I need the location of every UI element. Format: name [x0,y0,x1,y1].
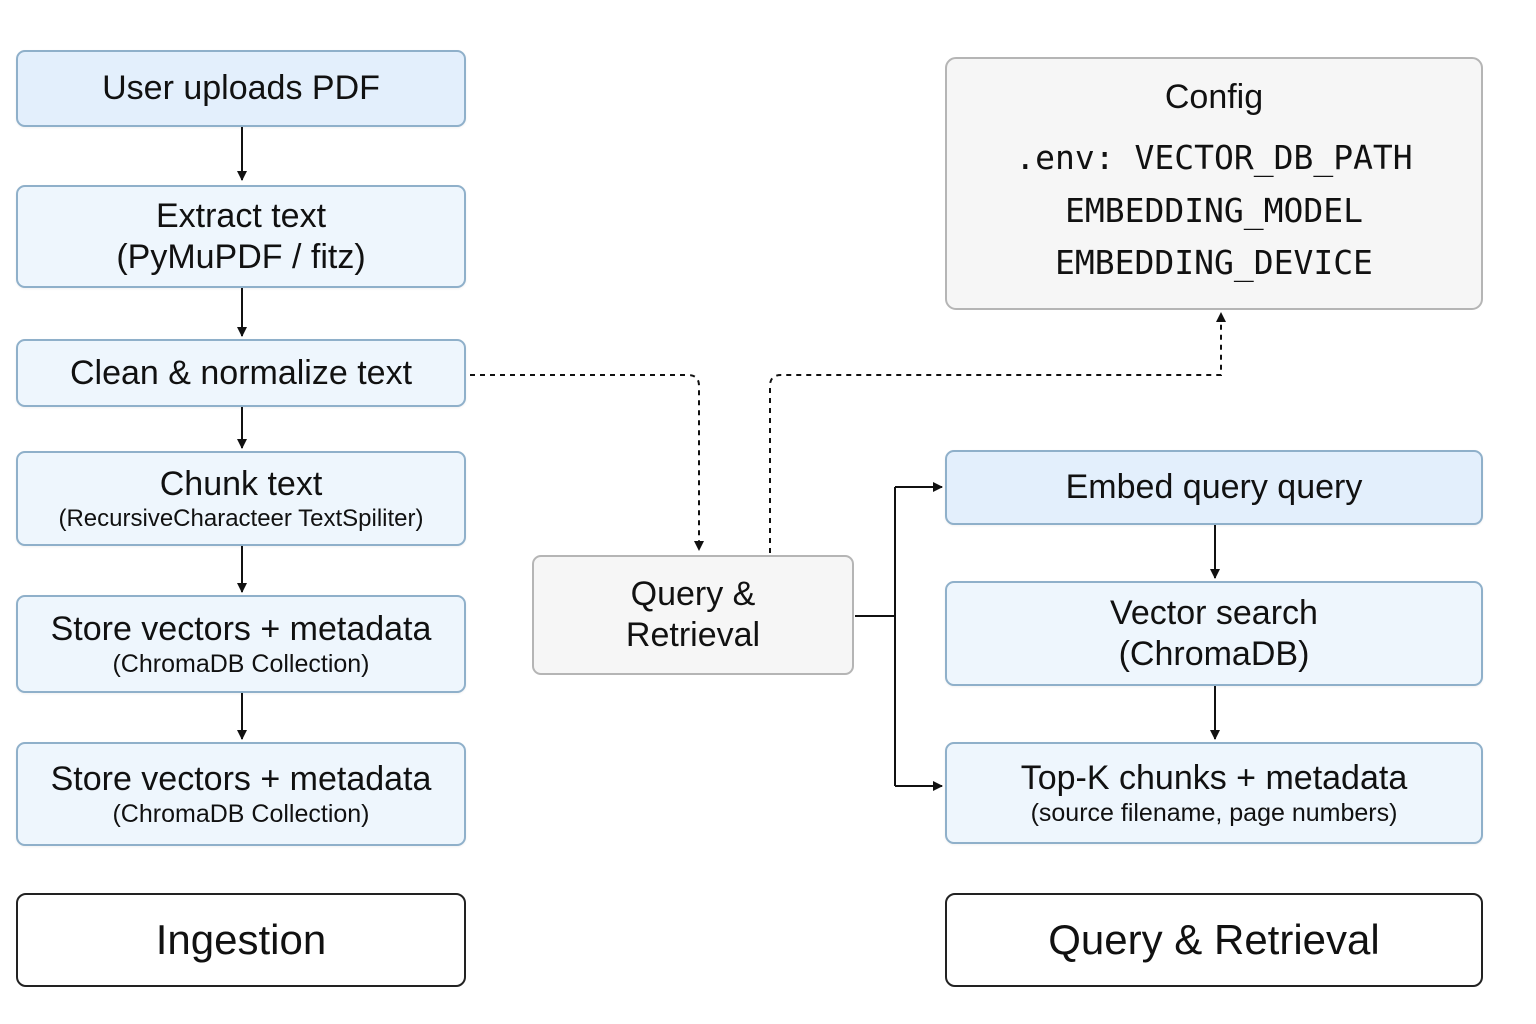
node-query-retrieval-hub: Query & Retrieval [532,555,854,675]
node-label: Clean & normalize text [69,353,413,392]
node-subtitle: (RecursiveCharacteer TextSpiliter) [58,504,424,532]
node-label: Embed query query [1065,468,1363,507]
section-label-text: Query & Retrieval [1048,915,1380,963]
node-label: User uploads PDF [102,69,380,108]
node-subtitle: (source filename, page numbers) [1030,799,1398,828]
config-title: Config [1164,77,1264,116]
dashed-arrow-clean-to-hub [470,374,704,551]
node-title: Vector search [1110,593,1318,632]
node-subtitle: (ChromaDB Collection) [112,650,370,679]
node-store-vectors-1: Store vectors + metadata (ChromaDB Colle… [16,595,466,693]
section-label-text: Ingestion [155,915,327,963]
node-title: Store vectors + metadata [50,759,432,798]
node-title: Store vectors + metadata [50,609,432,648]
hub-line-1: Query & [630,575,756,614]
node-subtitle: (ChromaDB Collection) [112,800,370,829]
section-label-ingestion: Ingestion [16,893,466,987]
node-top-k-chunks: Top-K chunks + metadata (source filename… [945,742,1483,844]
node-user-uploads-pdf: User uploads PDF [16,50,466,127]
section-label-query-retrieval: Query & Retrieval [945,893,1483,987]
node-store-vectors-2: Store vectors + metadata (ChromaDB Colle… [16,742,466,846]
config-line-model: EMBEDDING_MODEL [1064,190,1363,230]
node-title: Extract text [155,196,327,235]
node-config: Config .env: VECTOR_DB_PATH EMBEDDING_MO… [945,57,1483,310]
config-line-env: .env: VECTOR_DB_PATH [1015,137,1413,177]
hub-line-2: Retrieval [625,616,761,654]
node-clean-normalize: Clean & normalize text [16,339,466,407]
node-subtitle: (ChromaDB) [1118,634,1310,673]
node-chunk-text: Chunk text (RecursiveCharacteer TextSpil… [16,451,466,546]
node-subtitle: (PyMuPDF / fitz) [116,237,366,276]
node-vector-search: Vector search (ChromaDB) [945,581,1483,686]
dashed-arrow-hub-to-config [769,312,1226,553]
config-line-device: EMBEDDING_DEVICE [1055,243,1373,283]
node-title: Top-K chunks + metadata [1020,758,1408,797]
node-embed-query: Embed query query [945,450,1483,525]
node-title: Chunk text [159,464,323,503]
node-extract-text: Extract text (PyMuPDF / fitz) [16,185,466,288]
